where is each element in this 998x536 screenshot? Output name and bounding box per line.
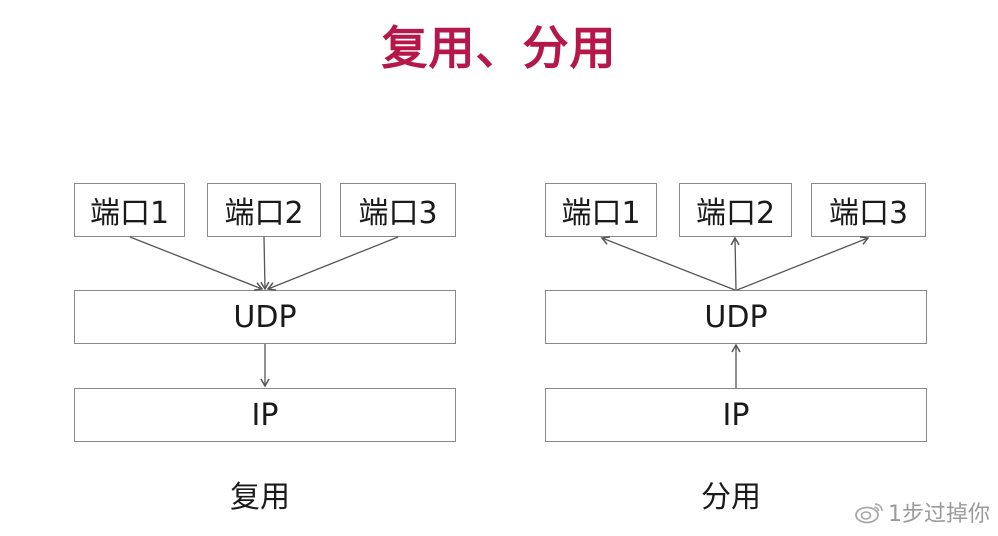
left-port-1-label: 端口1 xyxy=(89,196,170,231)
right-port-3-box: 端口3 xyxy=(811,183,926,237)
right-arrow-udp-to-port2 xyxy=(730,236,740,291)
watermark-text: 1步过掉你 xyxy=(888,502,990,527)
right-ip-label: IP xyxy=(722,397,750,433)
left-udp-label: UDP xyxy=(233,299,297,335)
left-port-2-box: 端口2 xyxy=(207,183,321,237)
right-caption: 分用 xyxy=(701,480,761,515)
right-port-2-label: 端口2 xyxy=(695,196,776,231)
right-port-1-box: 端口1 xyxy=(545,183,657,237)
right-port-3-label: 端口3 xyxy=(828,196,909,231)
left-ip-label: IP xyxy=(251,397,279,433)
left-ip-box: IP xyxy=(74,388,456,442)
right-port-1-label: 端口1 xyxy=(561,196,641,231)
left-arrow-port2-to-udp xyxy=(260,236,270,291)
left-arrow-port1-to-udp xyxy=(129,236,264,291)
watermark: 1步过掉你 xyxy=(854,496,990,528)
left-port-3-box: 端口3 xyxy=(340,183,456,237)
right-ip-box: IP xyxy=(545,388,927,442)
left-caption: 复用 xyxy=(230,480,290,515)
slide-title: 复用、分用 xyxy=(381,21,617,75)
left-port-2-label: 端口2 xyxy=(224,196,304,231)
left-arrow-port3-to-udp xyxy=(266,236,399,291)
weibo-logo-icon xyxy=(855,503,883,524)
right-port-2-box: 端口2 xyxy=(679,183,792,237)
right-udp-label: UDP xyxy=(704,299,768,335)
left-udp-box: UDP xyxy=(74,290,456,344)
right-arrow-udp-to-port1 xyxy=(600,236,736,291)
right-udp-box: UDP xyxy=(545,290,927,344)
right-arrow-udp-to-port3 xyxy=(736,236,870,291)
left-port-1-box: 端口1 xyxy=(74,183,185,237)
left-port-3-label: 端口3 xyxy=(358,196,438,231)
